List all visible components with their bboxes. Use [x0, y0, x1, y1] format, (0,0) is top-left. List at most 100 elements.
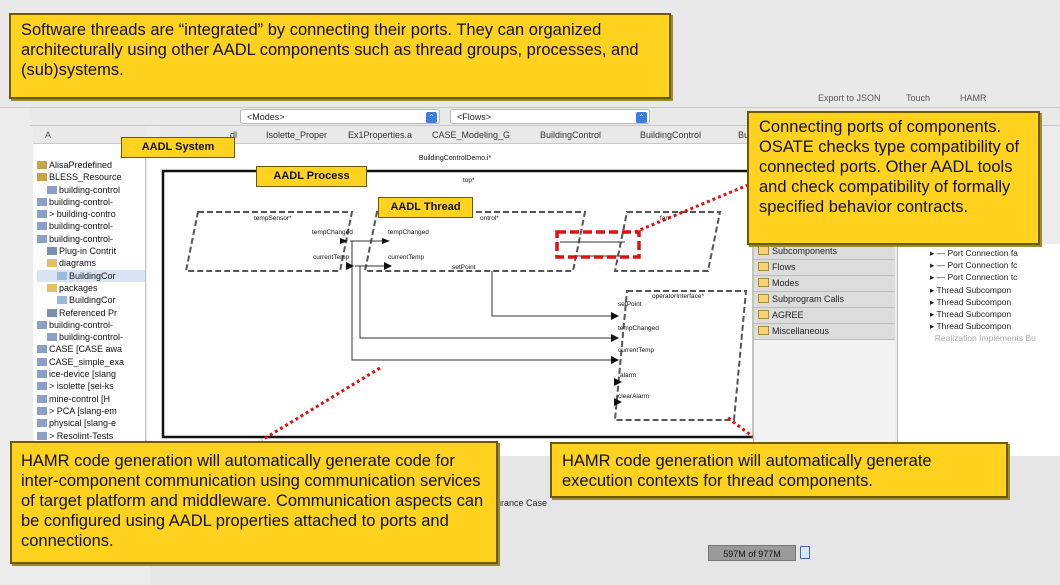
- leader-line: [634, 178, 761, 234]
- port-icon[interactable]: [346, 262, 354, 270]
- tree-item[interactable]: packages: [37, 282, 145, 294]
- palette-item-subcomponents[interactable]: Subcomponents: [754, 244, 895, 260]
- fan-thread[interactable]: [613, 211, 722, 272]
- temp-sensor-thread[interactable]: [184, 211, 354, 272]
- port-icon[interactable]: [611, 334, 619, 342]
- callout-inter-component-communication: HAMR code generation will automatically …: [10, 441, 498, 564]
- tab-case-modeling[interactable]: CASE_Modeling_G: [432, 130, 511, 140]
- palette-item-flows[interactable]: Flows: [754, 260, 895, 276]
- palette-item-miscellaneous[interactable]: Miscellaneous: [754, 324, 895, 340]
- outline-item[interactable]: ▸ Thread Subcompon: [930, 321, 1012, 332]
- project-icon: [37, 419, 47, 428]
- port-icon[interactable]: [340, 238, 348, 244]
- project-icon: [37, 394, 47, 403]
- folder-icon: [37, 161, 47, 169]
- temp-sensor-label: tempSensor*: [254, 215, 292, 222]
- tree-item[interactable]: Plug-in Contrit: [37, 245, 145, 257]
- connection-line[interactable]: [359, 266, 615, 339]
- tree-item[interactable]: > Resolint-Tests: [37, 430, 145, 442]
- port-icon[interactable]: [611, 356, 619, 364]
- callout-execution-contexts: HAMR code generation will automatically …: [550, 442, 1008, 498]
- tab-bu[interactable]: Bu: [738, 130, 750, 140]
- palette-item-subprogram-calls[interactable]: Subprogram Calls: [754, 292, 895, 308]
- leader-line: [261, 366, 381, 442]
- outline-item[interactable]: ▸ Thread Subcompon: [930, 296, 1012, 307]
- tree-item[interactable]: building-control: [37, 184, 145, 196]
- tree-item[interactable]: BuildingCor: [37, 269, 145, 282]
- tree-item[interactable]: building-control-: [37, 233, 145, 245]
- tree-item[interactable]: building-control-: [37, 319, 145, 331]
- trash-icon[interactable]: [800, 546, 810, 559]
- outline-item[interactable]: ▸ Thread Subcompon: [930, 308, 1012, 319]
- tab-isolette-proper[interactable]: Isolette_Proper: [266, 130, 328, 140]
- project-icon: [37, 320, 47, 329]
- tree-item[interactable]: physical [slang-e: [37, 417, 145, 429]
- outline-item[interactable]: ▸ Thread Subcompon: [930, 284, 1012, 295]
- port-label: currentTemp: [388, 254, 425, 261]
- palette-item-agree[interactable]: AGREE: [754, 308, 895, 324]
- project-explorer: A AlisaPredefined BLESS_Resource buildin…: [33, 126, 146, 444]
- outline-item: Realization Implements Bu: [934, 333, 1036, 344]
- port-icon[interactable]: [382, 238, 390, 244]
- port-connection-highlight: [555, 230, 641, 259]
- tab-ex1properties[interactable]: Ex1Properties.a: [348, 130, 413, 140]
- chevron-down-icon: ⌃: [636, 112, 647, 123]
- chevron-down-icon: ⌃: [426, 112, 437, 123]
- port-icon[interactable]: [614, 398, 622, 406]
- tree-item[interactable]: diagrams: [37, 257, 145, 269]
- export-json-button[interactable]: Export to JSON: [818, 93, 881, 103]
- outline-item[interactable]: ▸ — Port Connection fc: [930, 260, 1018, 271]
- tree-item[interactable]: BuildingCor: [37, 294, 145, 306]
- tree-item[interactable]: ice-device [slang: [37, 368, 145, 380]
- explorer-tab[interactable]: A: [33, 126, 146, 144]
- file-icon: [57, 296, 67, 305]
- tree-item[interactable]: building-control-: [37, 196, 145, 208]
- memory-indicator[interactable]: 597M of 977M: [708, 545, 796, 561]
- tree-item[interactable]: CASE [CASE awa: [37, 343, 145, 355]
- palette-item-modes[interactable]: Modes: [754, 276, 895, 292]
- folder-icon: [47, 283, 57, 292]
- leader-lines: [261, 178, 761, 444]
- connection-line[interactable]: [491, 271, 615, 317]
- tab-dl[interactable]: dl: [230, 130, 238, 140]
- ports: [340, 238, 622, 406]
- modes-combo[interactable]: <Modes> ⌃: [240, 109, 440, 124]
- tree-item[interactable]: BLESS_Resource: [37, 171, 145, 183]
- project-icon: [37, 382, 47, 391]
- tree-item[interactable]: building-control-: [37, 220, 145, 232]
- flows-combo[interactable]: <Flows> ⌃: [450, 109, 650, 124]
- control-thread[interactable]: [363, 211, 587, 272]
- project-icon: [37, 234, 47, 243]
- assurance-case-tab[interactable]: urance Case: [496, 498, 548, 508]
- port-label: clearAlarm: [618, 393, 649, 400]
- port-icon[interactable]: [614, 378, 622, 386]
- folder-icon: [758, 246, 769, 255]
- aadl-process-tag: AADL Process: [256, 166, 367, 187]
- tree-item[interactable]: mine-control [H: [37, 393, 145, 405]
- tree-item[interactable]: Referenced Pr: [37, 307, 145, 319]
- folder-icon: [37, 173, 47, 182]
- operator-interface-thread[interactable]: [613, 290, 748, 421]
- outline-item[interactable]: ▸ — Port Connection fa: [930, 248, 1018, 258]
- folder-icon: [758, 326, 769, 335]
- project-icon: [37, 406, 47, 415]
- diagram-canvas[interactable]: [147, 144, 753, 456]
- tree-item[interactable]: > building-contro: [37, 208, 145, 220]
- port-label: setPoint: [618, 301, 642, 308]
- tree-item[interactable]: AlisaPredefined: [37, 159, 145, 171]
- port-icon[interactable]: [384, 262, 392, 270]
- tree-item[interactable]: building-control-: [37, 331, 145, 343]
- port-icon[interactable]: [611, 312, 619, 320]
- tree-item[interactable]: CASE_simple_exa: [37, 356, 145, 368]
- tab-buildingcontrol-1[interactable]: BuildingControl: [540, 130, 602, 140]
- tree-item[interactable]: > isolette [sei-ks: [37, 380, 145, 392]
- touch-button[interactable]: Touch: [906, 93, 931, 103]
- outline-item[interactable]: ▸ — Port Connection tc: [930, 272, 1018, 283]
- hamr-button[interactable]: HAMR: [960, 93, 987, 103]
- tab-buildingcontrol-2[interactable]: BuildingControl: [640, 130, 702, 140]
- tree-item[interactable]: > PCA [slang-em: [37, 405, 145, 417]
- connection-line[interactable]: [351, 241, 615, 361]
- editor-tabs: dl Isolette_Proper Ex1Properties.a CASE_…: [160, 126, 750, 144]
- folder-icon: [758, 278, 769, 287]
